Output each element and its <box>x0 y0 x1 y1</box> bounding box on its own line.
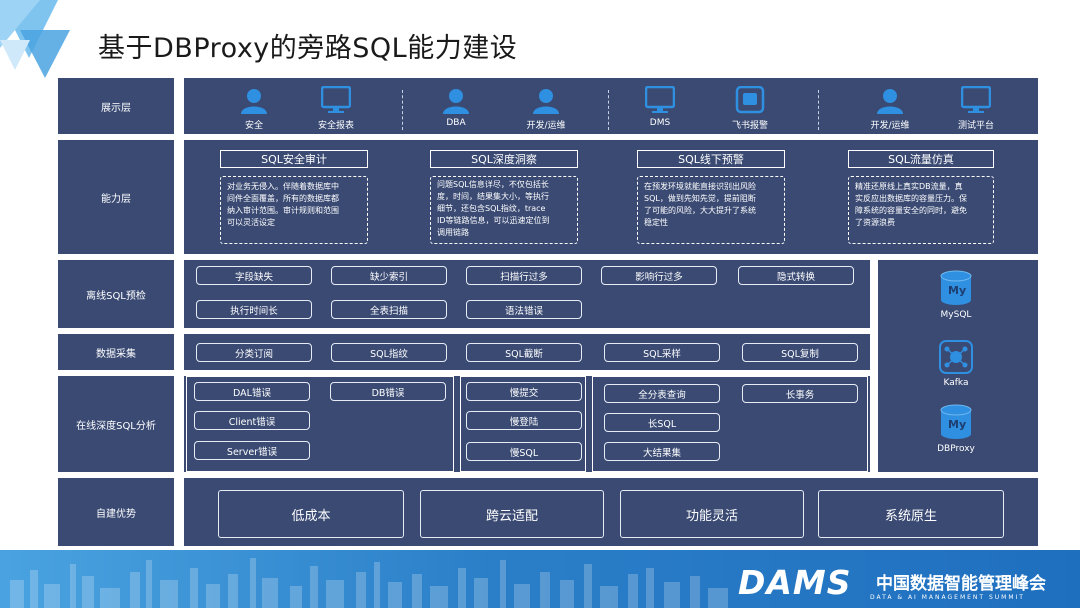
advantage-item: 跨云适配 <box>420 490 604 538</box>
display-item-devops-2: 开发/运维 <box>860 88 920 131</box>
alert-app-icon <box>735 86 765 114</box>
display-item-dms: DMS <box>630 86 690 128</box>
data-collection-panel <box>184 334 870 370</box>
row-label-offline: 离线SQL预检 <box>58 260 174 328</box>
side-item-kafka: Kafka <box>916 340 996 388</box>
footer-banner <box>0 550 1080 608</box>
online-query-item: 大结果集 <box>604 442 720 461</box>
row-label-advantage: 自建优势 <box>58 478 174 546</box>
precheck-item: 全表扫描 <box>331 300 447 319</box>
online-slow-item: 慢提交 <box>466 382 582 401</box>
online-error-item: Server错误 <box>194 441 310 460</box>
svg-text:My: My <box>948 284 966 297</box>
collect-item: SQL复制 <box>742 343 858 362</box>
query-group <box>592 376 868 472</box>
mysql-database-icon: My <box>940 270 972 305</box>
online-query-item: 长SQL <box>604 413 720 432</box>
user-icon <box>241 89 267 114</box>
capability-description: 精准还原线上真实DB流量，真实反应出数据库的容量压力。保障系统的容量安全的同时，… <box>848 176 994 244</box>
online-slow-item: 慢登陆 <box>466 411 582 430</box>
offline-precheck-panel <box>184 260 870 328</box>
footer-brand: DAMS <box>738 563 852 602</box>
advantage-panel <box>184 478 1038 546</box>
display-item-dba: DBA <box>426 88 486 128</box>
precheck-item: 语法错误 <box>466 300 582 319</box>
online-slow-item: 慢SQL <box>466 442 582 461</box>
user-icon <box>443 89 469 114</box>
row-label-display: 展示层 <box>58 78 174 134</box>
collect-item: SQL指纹 <box>331 343 447 362</box>
monitor-icon <box>645 86 675 113</box>
monitor-icon <box>321 86 351 113</box>
user-icon <box>533 89 559 114</box>
online-query-item: 长事务 <box>742 384 858 403</box>
brand-logo-icon <box>0 0 70 78</box>
precheck-item: 隐式转换 <box>738 266 854 285</box>
capability-title: SQL深度洞察 <box>430 150 578 168</box>
collect-item: 分类订阅 <box>196 343 312 362</box>
monitor-icon <box>961 86 991 113</box>
precheck-item: 缺少索引 <box>331 266 447 285</box>
advantage-item: 功能灵活 <box>620 490 804 538</box>
slow-group <box>460 376 586 472</box>
kafka-icon <box>939 340 973 374</box>
separator <box>818 90 819 130</box>
online-error-item: DB错误 <box>330 382 446 401</box>
collect-item: SQL截断 <box>466 343 582 362</box>
capability-title: SQL线下预警 <box>637 150 785 168</box>
row-label-collect: 数据采集 <box>58 334 174 370</box>
display-item-security-report: 安全报表 <box>306 86 366 131</box>
page-title: 基于DBProxy的旁路SQL能力建设 <box>98 33 518 64</box>
capability-description: 对业务无侵入。伴随着数据库中间件全面覆盖，所有的数据库都纳入审计范围。审计规则和… <box>220 176 368 244</box>
advantage-item: 低成本 <box>218 490 404 538</box>
error-group <box>186 376 454 472</box>
footer-summit-name: 中国数据智能管理峰会 <box>876 574 1046 594</box>
capability-title: SQL流量仿真 <box>848 150 994 168</box>
city-skyline-icon <box>10 558 728 608</box>
user-icon <box>877 89 903 114</box>
collect-item: SQL采样 <box>604 343 720 362</box>
precheck-item: 执行时间长 <box>196 300 312 319</box>
precheck-item: 扫描行过多 <box>466 266 582 285</box>
row-label-online: 在线深度SQL分析 <box>58 376 174 472</box>
side-item-dbproxy: My DBProxy <box>916 404 996 454</box>
capability-title: SQL安全审计 <box>220 150 368 168</box>
precheck-item: 字段缺失 <box>196 266 312 285</box>
online-error-item: DAL错误 <box>194 382 310 401</box>
display-item-feishu-alert: 飞书报警 <box>720 86 780 131</box>
online-query-item: 全分表查询 <box>604 384 720 403</box>
advantage-item: 系统原生 <box>818 490 1004 538</box>
separator <box>402 90 403 130</box>
svg-text:My: My <box>948 418 966 431</box>
display-item-devops: 开发/运维 <box>516 88 576 131</box>
online-error-item: Client错误 <box>194 411 310 430</box>
separator <box>608 90 609 130</box>
precheck-item: 影响行过多 <box>601 266 717 285</box>
display-item-security: 安全 <box>224 88 284 131</box>
capability-description: 问题SQL信息详尽，不仅包括长度，时间，结果集大小，等执行细节，还包含SQL指纹… <box>430 176 578 244</box>
side-item-mysql: My MySQL <box>916 270 996 320</box>
dbproxy-database-icon: My <box>940 404 972 439</box>
row-label-capability: 能力层 <box>58 140 174 254</box>
footer-summit-english: DATA & AI MANAGEMENT SUMMIT <box>870 594 1025 601</box>
display-item-test-platform: 测试平台 <box>946 86 1006 131</box>
